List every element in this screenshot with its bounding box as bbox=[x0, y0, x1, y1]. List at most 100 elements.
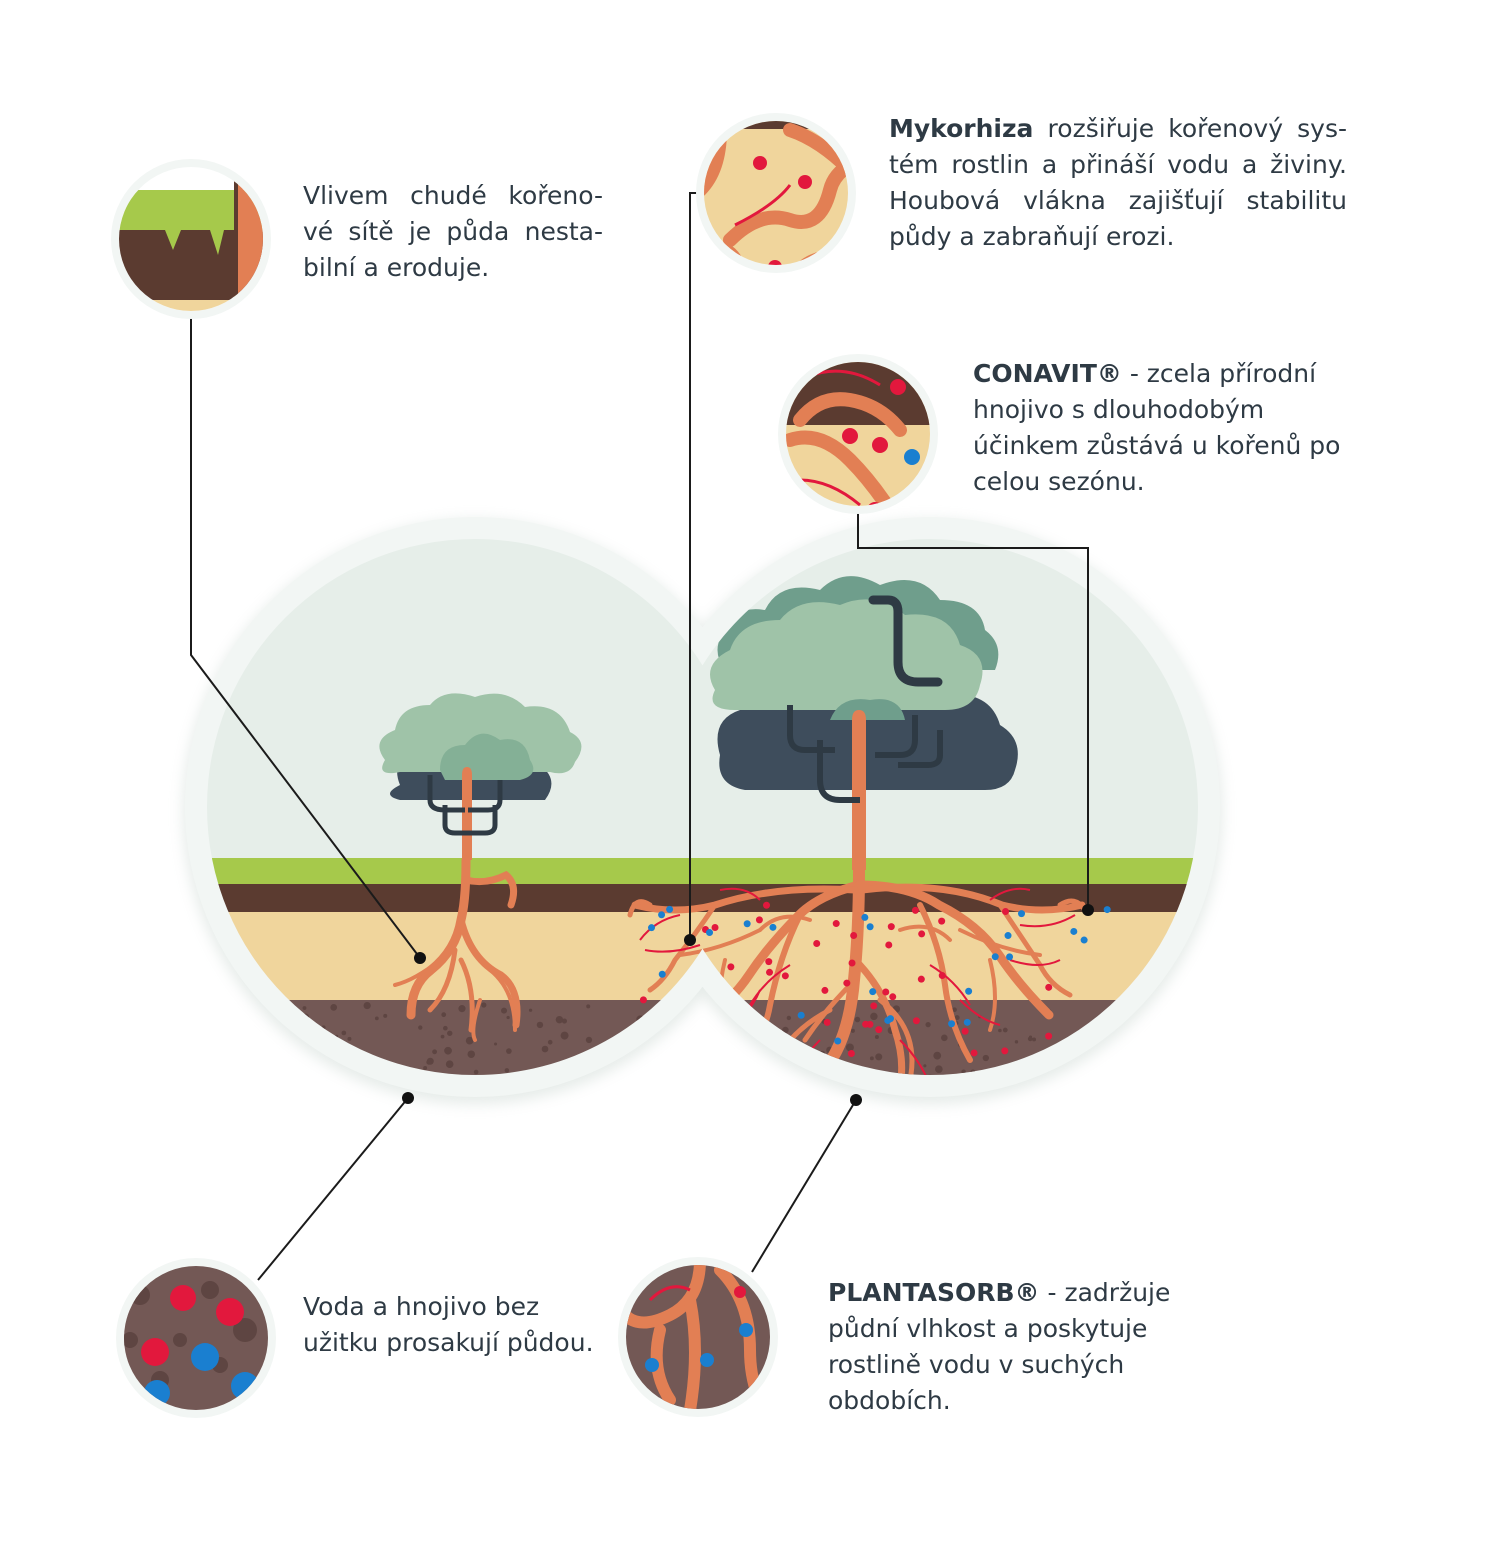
soil-speckle bbox=[686, 1056, 690, 1060]
nutrient-dot bbox=[963, 1018, 971, 1026]
soil-speckle bbox=[557, 1185, 562, 1190]
soil-speckle bbox=[988, 1137, 992, 1141]
soil-speckle bbox=[227, 1105, 231, 1109]
soil-speckle bbox=[1062, 1087, 1065, 1090]
soil-speckle bbox=[1130, 1141, 1138, 1149]
nutrient-dot bbox=[769, 923, 777, 931]
soil-speckle bbox=[1145, 1058, 1153, 1067]
soil-speckle bbox=[528, 1008, 533, 1012]
soil-speckle bbox=[269, 1045, 274, 1050]
soil-speckle bbox=[548, 1102, 552, 1106]
soil-speckle bbox=[688, 1076, 693, 1081]
soil-speckle bbox=[1191, 1163, 1198, 1170]
soil-speckle bbox=[1184, 1088, 1188, 1092]
soil-speckle bbox=[947, 1160, 954, 1167]
soil-granule bbox=[124, 1332, 138, 1348]
soil-speckle bbox=[1102, 1133, 1109, 1140]
soil-speckle bbox=[467, 1050, 476, 1058]
soil-speckle bbox=[949, 1174, 956, 1181]
soil-speckle bbox=[337, 1145, 342, 1150]
soil-speckle bbox=[291, 1097, 294, 1100]
soil-speckle bbox=[864, 1137, 867, 1140]
soil-speckle bbox=[1165, 1031, 1172, 1038]
nutrient-dot bbox=[706, 929, 714, 937]
soil-speckle bbox=[233, 1007, 242, 1016]
soil-speckle bbox=[1165, 1177, 1172, 1184]
soil-speckle bbox=[213, 1149, 218, 1154]
soil-speckle bbox=[941, 1144, 945, 1148]
soil-speckle bbox=[941, 1034, 948, 1042]
soil-speckle bbox=[996, 1105, 1003, 1112]
nutrient-dot bbox=[1018, 910, 1026, 918]
soil-speckle bbox=[1108, 1104, 1112, 1108]
soil-speckle bbox=[786, 1147, 793, 1154]
soil-speckle bbox=[504, 1068, 510, 1073]
soil-speckle bbox=[547, 1169, 554, 1176]
nutrient-dot bbox=[658, 970, 666, 978]
soil-speckle bbox=[301, 1093, 308, 1100]
soil-speckle bbox=[221, 1161, 226, 1166]
soil-speckle bbox=[813, 1106, 816, 1109]
soil-speckle bbox=[667, 1086, 672, 1091]
mycorrhiza-roots-icon bbox=[696, 113, 856, 273]
soil-speckle bbox=[200, 1082, 205, 1087]
leader-line-leaching bbox=[257, 1097, 409, 1281]
soil-speckle bbox=[201, 1188, 207, 1194]
soil-speckle bbox=[653, 1168, 659, 1174]
soil-speckle bbox=[986, 1192, 990, 1196]
soil-speckle bbox=[435, 1144, 439, 1148]
soil-speckle bbox=[1159, 1118, 1164, 1123]
soil-speckle bbox=[422, 1177, 425, 1180]
leader-line-conavit bbox=[857, 507, 1089, 910]
nutrient-dot bbox=[813, 939, 821, 947]
soil-speckle bbox=[710, 1039, 719, 1048]
soil-speckle bbox=[1182, 1126, 1188, 1132]
callout-leaching: Voda a hnojivo bez užitku prosakují půdo… bbox=[303, 1289, 603, 1361]
soil-speckle bbox=[945, 1126, 951, 1132]
soil-speckle bbox=[205, 1081, 211, 1087]
soil-speckle bbox=[296, 1142, 300, 1146]
nutrient-dot bbox=[489, 1130, 499, 1140]
soil-speckle bbox=[254, 1051, 260, 1057]
soil-speckle bbox=[681, 1022, 688, 1028]
nutrient-dot bbox=[887, 923, 895, 931]
nutrient-dot bbox=[766, 968, 774, 976]
nutrient-dot bbox=[1006, 953, 1014, 961]
soil-speckle bbox=[1086, 1068, 1091, 1073]
soil-speckle bbox=[741, 1131, 747, 1137]
nutrient-dot bbox=[191, 1343, 219, 1371]
soil-speckle bbox=[226, 1083, 233, 1090]
soil-speckle bbox=[330, 1157, 336, 1163]
soil-speckle bbox=[317, 1086, 325, 1094]
soil-speckle bbox=[614, 1172, 620, 1178]
soil-speckle bbox=[457, 1134, 461, 1138]
soil-speckle bbox=[870, 1012, 878, 1021]
nutrient-dot bbox=[403, 1113, 413, 1123]
soil-speckle bbox=[442, 1182, 446, 1186]
soil-speckle bbox=[278, 1179, 282, 1183]
soil-speckle bbox=[215, 1037, 221, 1042]
soil-speckle bbox=[1147, 1116, 1151, 1120]
soil-speckle bbox=[455, 1121, 459, 1125]
nutrient-dot bbox=[141, 1338, 169, 1366]
soil-speckle bbox=[337, 1072, 346, 1075]
mycorrhiza-title: Mykorhiza bbox=[889, 114, 1034, 143]
soil-speckle bbox=[699, 1123, 703, 1127]
soil-speckle bbox=[867, 1184, 874, 1191]
soil-speckle bbox=[1186, 1122, 1193, 1129]
nutrient-dot bbox=[885, 941, 893, 949]
soil-speckle bbox=[898, 1108, 904, 1114]
soil-speckle bbox=[656, 1046, 662, 1051]
soil-speckle bbox=[920, 1113, 928, 1121]
soil-granule bbox=[233, 1318, 257, 1342]
grass-tuft bbox=[420, 870, 460, 884]
leader-line-plantasorb bbox=[751, 1099, 857, 1273]
soil-speckle bbox=[453, 1119, 458, 1124]
soil-speckle bbox=[284, 1043, 288, 1047]
nutrient-dot bbox=[743, 920, 751, 928]
soil-speckle bbox=[249, 1072, 255, 1075]
soil-speckle bbox=[221, 1064, 227, 1069]
nutrient-dot bbox=[970, 1049, 978, 1057]
soil-speckle bbox=[710, 1173, 718, 1181]
soil-speckle bbox=[726, 1063, 730, 1067]
